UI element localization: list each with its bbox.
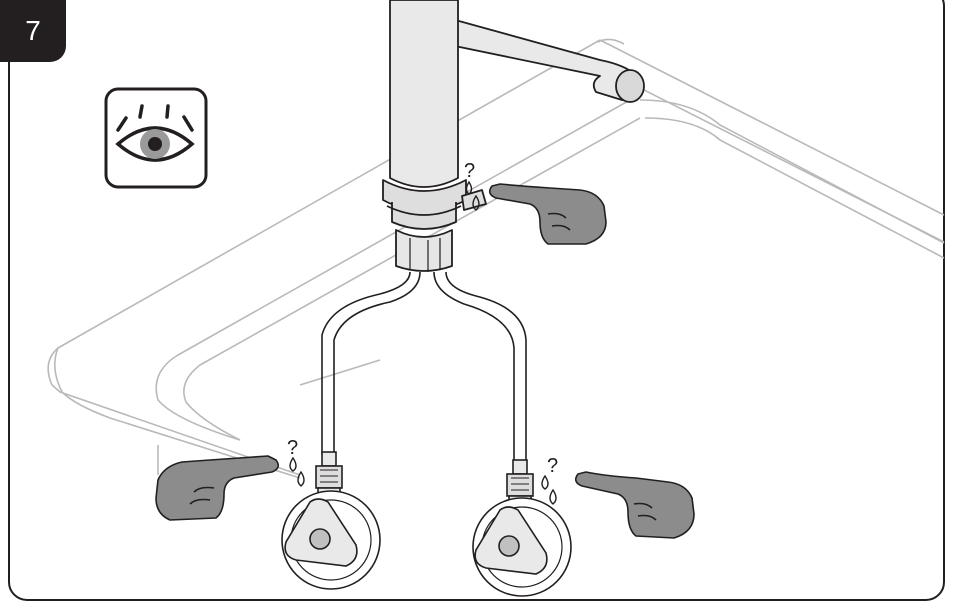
water-drop-question-icon bbox=[541, 474, 557, 505]
hose-right-outer bbox=[433, 271, 515, 462]
hose-left-outer bbox=[321, 271, 411, 455]
faucet bbox=[382, 0, 645, 272]
pointing-hand-icon bbox=[488, 183, 607, 245]
hose-right-inner bbox=[445, 271, 527, 462]
drip-question-mark: ? bbox=[464, 160, 476, 182]
pointing-hand-icon bbox=[574, 471, 695, 539]
faucet-body bbox=[389, 0, 459, 188]
hose-left-inner bbox=[333, 271, 421, 455]
pointing-hand-icon bbox=[155, 455, 280, 521]
hose-connector bbox=[395, 229, 453, 272]
sink-outline bbox=[47, 38, 945, 479]
left-shutoff-valve bbox=[281, 451, 381, 590]
step-number: 7 bbox=[25, 15, 41, 46]
eye-icon bbox=[104, 87, 208, 189]
valve-knob bbox=[498, 535, 520, 557]
spout-tip bbox=[615, 69, 645, 103]
thread-ring bbox=[386, 205, 462, 216]
supply-hoses bbox=[321, 271, 527, 462]
drip-question-mark: ? bbox=[287, 437, 299, 459]
drip-question-mark: ? bbox=[547, 455, 559, 477]
valve-knob bbox=[309, 528, 331, 550]
water-drop-question-icon bbox=[465, 180, 480, 211]
panel-frame bbox=[8, 0, 945, 601]
step-badge: 7 bbox=[0, 0, 66, 62]
water-drop-question-icon bbox=[289, 456, 305, 487]
right-shutoff-valve bbox=[472, 459, 572, 597]
